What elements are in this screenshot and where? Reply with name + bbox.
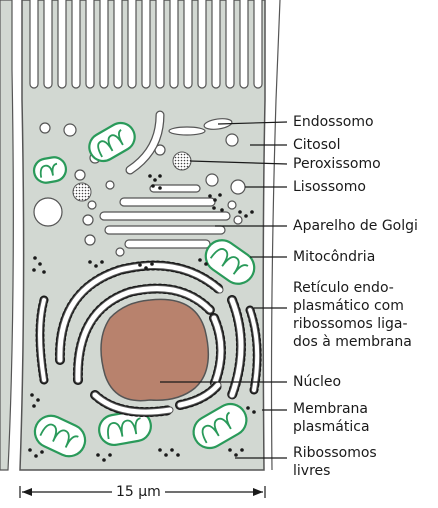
- label-nucleus: Núcleo: [293, 373, 341, 391]
- scale-bar-label: 15 µm: [112, 484, 165, 500]
- label-plasma-membrane-line-2: plasmática: [293, 418, 438, 436]
- label-plasma-membrane: Membrana plasmática: [293, 400, 438, 436]
- label-peroxisome: Peroxissomo: [293, 155, 381, 173]
- label-rough-er: Retículo endo- plasmático com ribossomos…: [293, 279, 438, 351]
- neighbor-cell-right: [272, 0, 281, 470]
- label-free-ribosomes-line-1: Ribossomos: [293, 444, 438, 462]
- nucleus: [101, 299, 208, 400]
- label-rough-er-line-2: plasmático com: [293, 297, 438, 315]
- label-rough-er-line-1: Retículo endo-: [293, 279, 438, 297]
- microvilli: [30, 0, 262, 88]
- label-endosome: Endossomo: [293, 113, 374, 131]
- label-mitochondrion: Mitocôndria: [293, 248, 375, 266]
- label-rough-er-line-4: dos à membrana: [293, 333, 438, 351]
- label-golgi: Aparelho de Golgi: [293, 217, 418, 235]
- label-plasma-membrane-line-1: Membrana: [293, 400, 438, 418]
- label-cytosol: Citosol: [293, 136, 340, 154]
- label-rough-er-line-3: ribossomos liga-: [293, 315, 438, 333]
- label-free-ribosomes-line-2: livres: [293, 462, 438, 480]
- neighbor-cell-left: [0, 0, 13, 470]
- label-lysosome: Lisossomo: [293, 178, 366, 196]
- label-free-ribosomes: Ribossomos livres: [293, 444, 438, 480]
